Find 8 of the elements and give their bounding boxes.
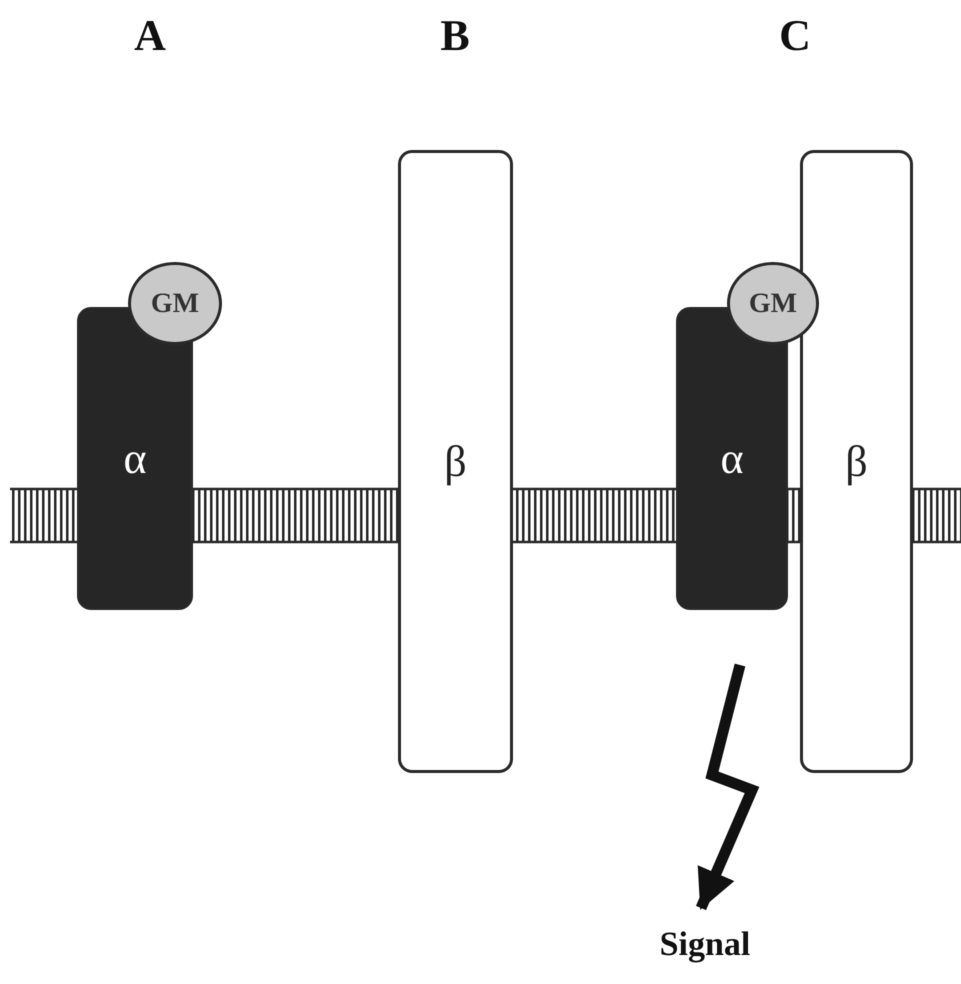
panel-label: C [778, 10, 812, 61]
panel-label: B [439, 10, 471, 61]
lightning-arrow [696, 664, 760, 910]
panel-label: A [133, 10, 167, 61]
beta-subunit-box: β [800, 150, 913, 773]
beta-subunit-box: β [398, 150, 513, 773]
gm-ligand-circle: GM [128, 262, 222, 345]
signal-text: Signal [645, 920, 765, 970]
